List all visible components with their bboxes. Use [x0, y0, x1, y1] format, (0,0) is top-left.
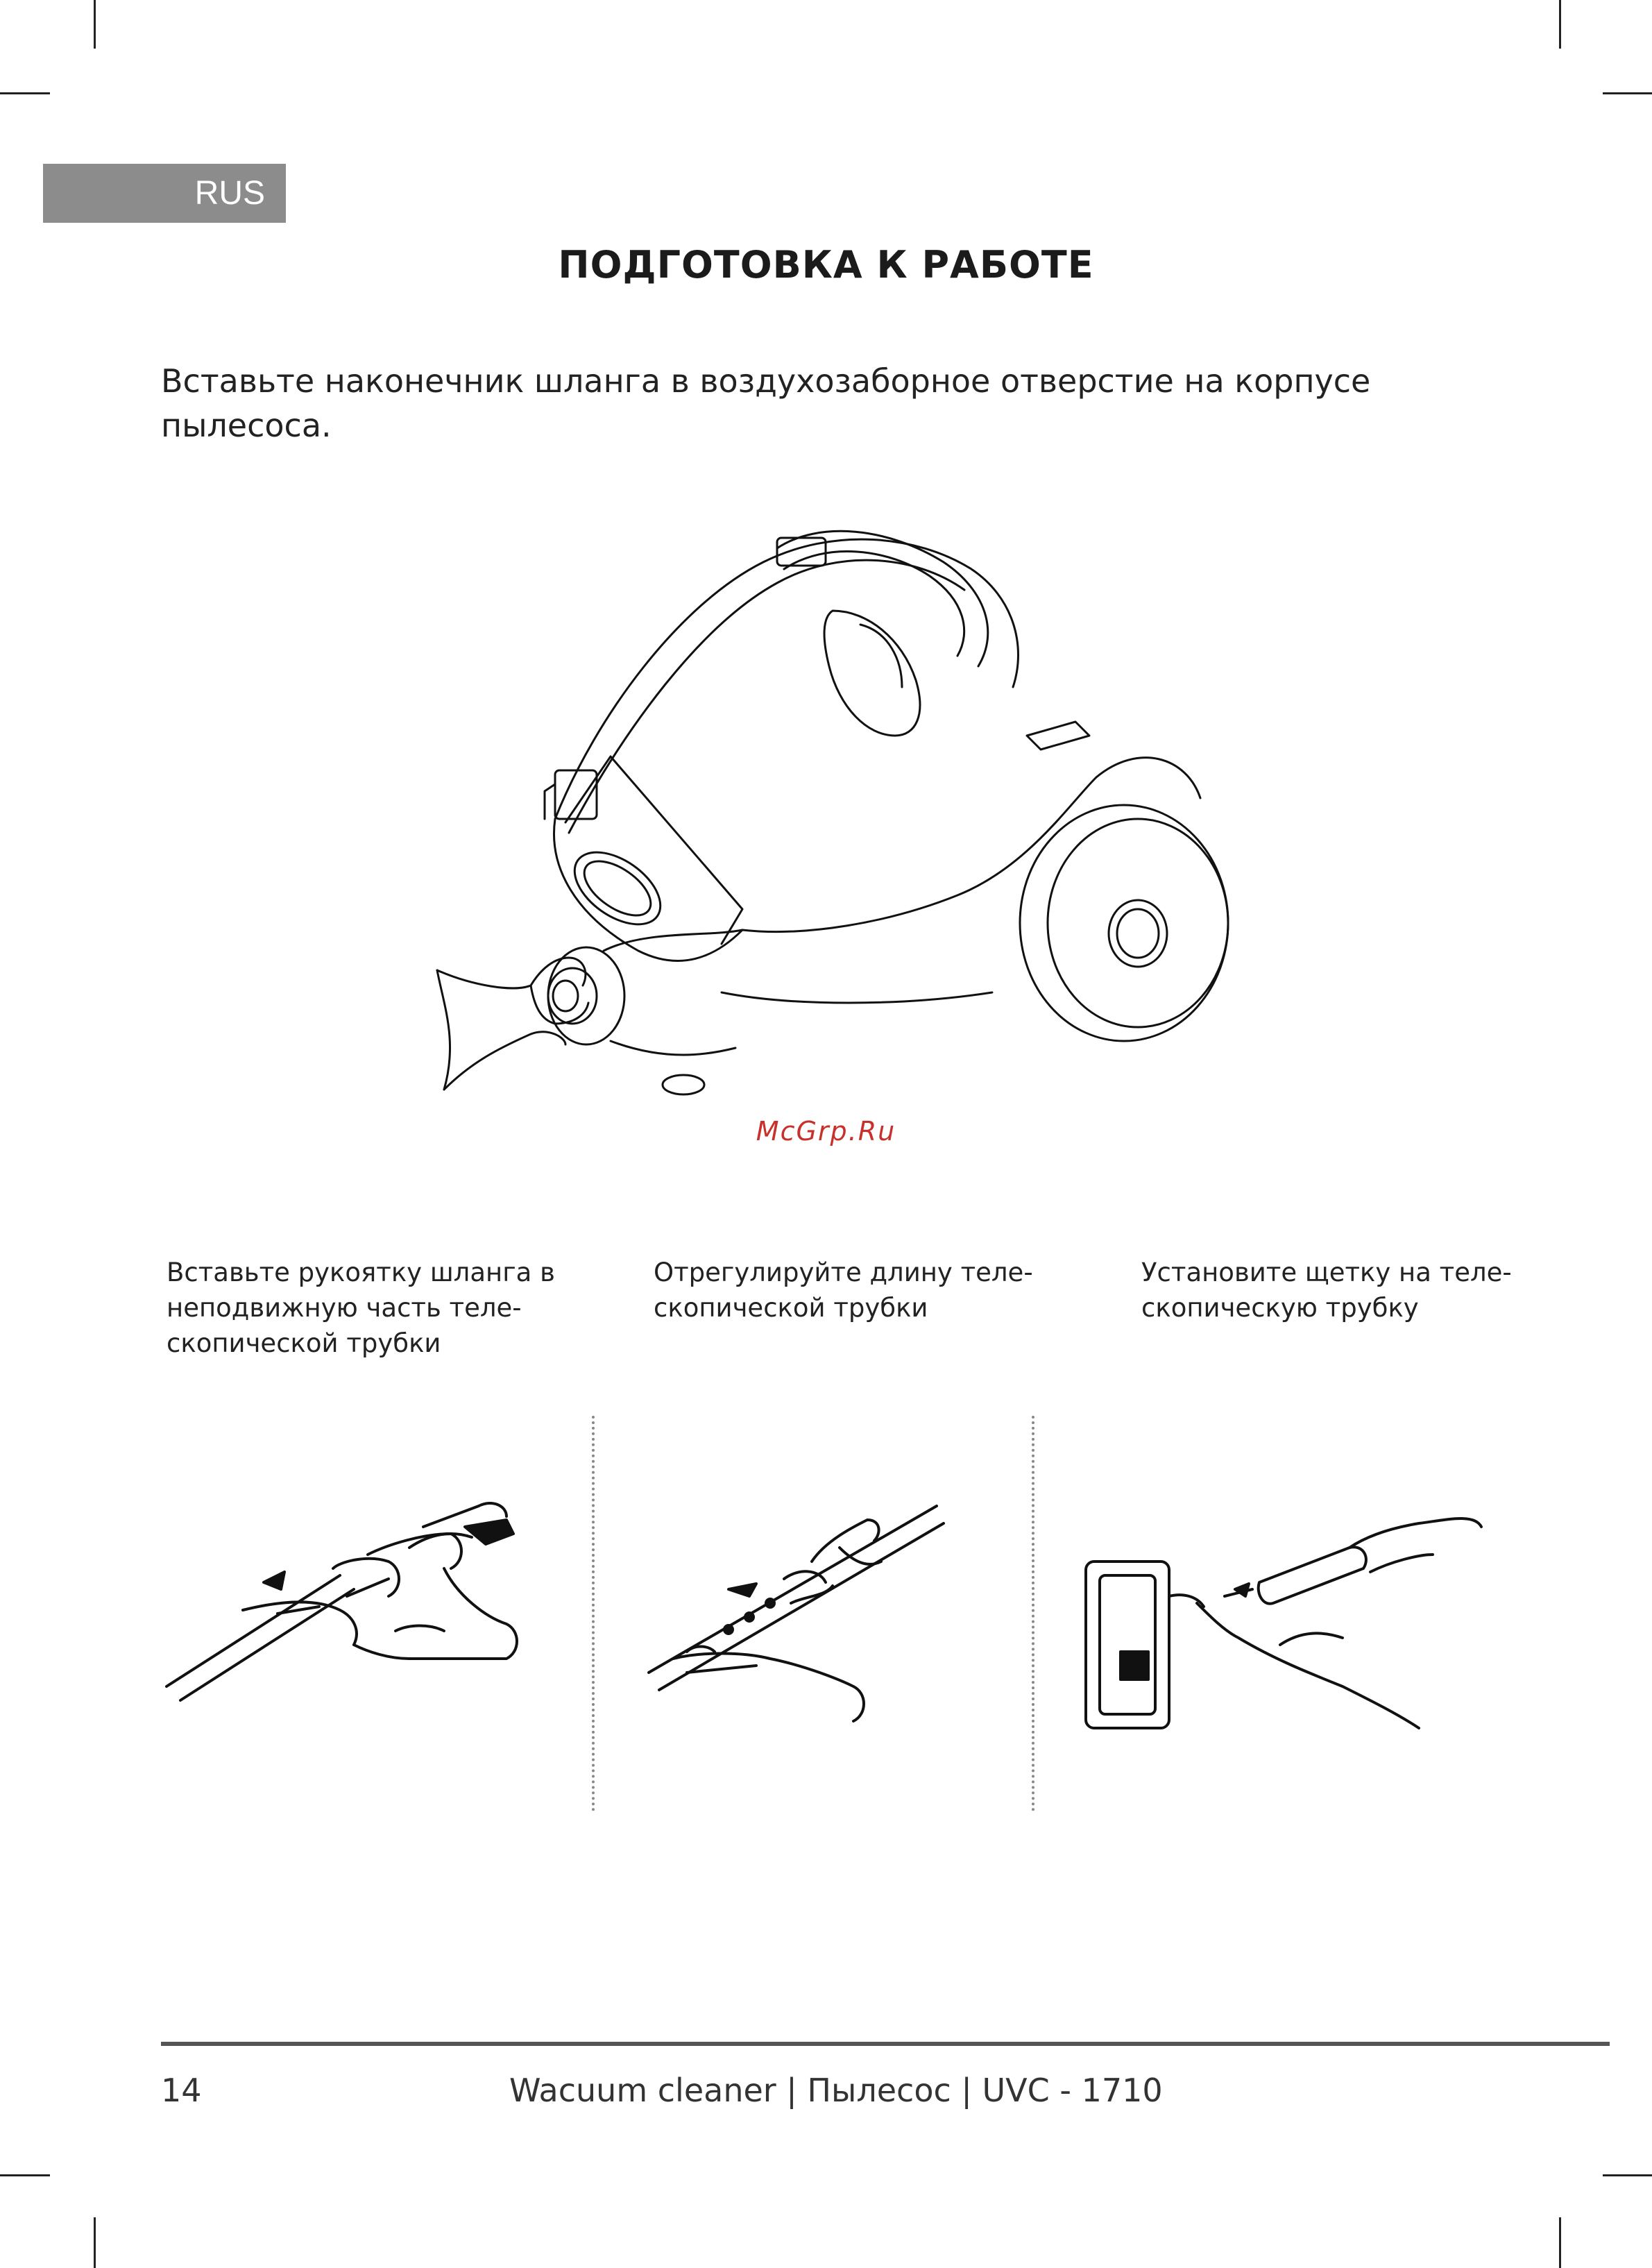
- step-3-caption: Установите щетку на теле- скопическую тр…: [1141, 1258, 1512, 1323]
- step-divider: [592, 1416, 599, 1811]
- page-number: 14: [161, 2072, 202, 2109]
- step-2-caption: Отрегулируйте длину теле- скопической тр…: [654, 1258, 1033, 1323]
- footer-doc-title: Wacuum cleaner | Пылесос | UVC - 1710: [509, 2072, 1163, 2109]
- crop-mark: [1559, 0, 1561, 49]
- step-divider: [1032, 1416, 1039, 1811]
- step-1-caption: Вставьте рукоятку шланга в неподвижную ч…: [167, 1258, 555, 1358]
- crop-mark: [94, 2217, 96, 2268]
- hose-handle-into-tube-illustration: [165, 1502, 518, 1702]
- language-tab-label: RUS: [194, 175, 265, 212]
- page-title: ПОДГОТОВКА К РАБОТЕ: [558, 243, 1094, 287]
- intro-paragraph: Вставьте наконечник шланга в воздухозабо…: [161, 362, 1371, 444]
- vacuum-cleaner-illustration: [436, 530, 1229, 1096]
- crop-mark: [94, 0, 96, 49]
- attach-brush-illustration: [1084, 1517, 1483, 1729]
- watermark: McGrp.Ru: [756, 1116, 896, 1146]
- adjust-tube-length-illustration: [647, 1505, 945, 1723]
- crop-mark: [1603, 2174, 1652, 2176]
- crop-mark: [1559, 2217, 1561, 2268]
- crop-mark: [0, 2174, 50, 2176]
- footer-rule: [161, 2042, 1610, 2046]
- crop-mark: [0, 92, 50, 94]
- language-tab: RUS: [43, 164, 286, 223]
- crop-mark: [1603, 92, 1652, 94]
